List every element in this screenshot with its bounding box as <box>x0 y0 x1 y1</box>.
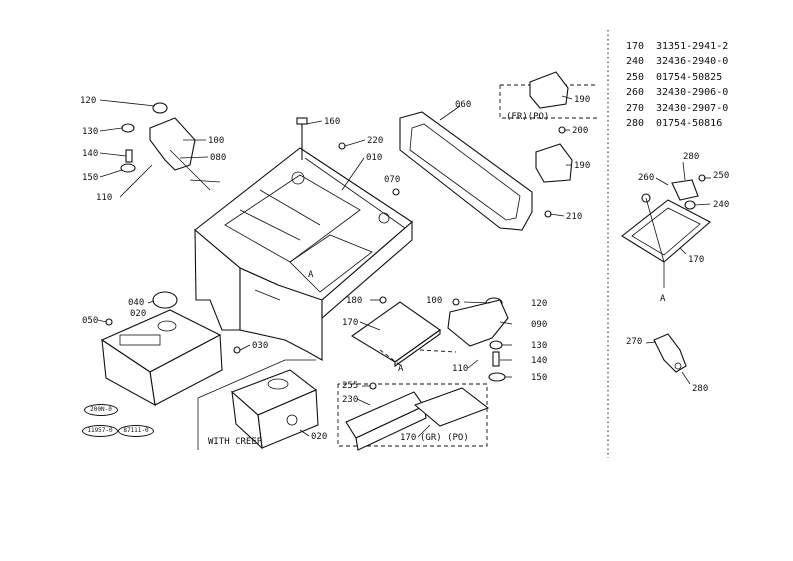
callout-260: 260 <box>638 173 655 183</box>
callout-280: 280 <box>692 384 709 394</box>
callout-180: 180 <box>346 296 363 306</box>
part-no: 31351-2941-2 <box>656 41 729 52</box>
callout-200: 200 <box>572 126 589 136</box>
parts-table-row: 250 01754-50825 <box>626 70 728 85</box>
callout-080: 080 <box>210 153 227 163</box>
callout-170: 170 <box>688 255 705 265</box>
callout-090: 090 <box>531 320 548 330</box>
callout-170: 170 <box>342 318 359 328</box>
parts-table-row: 240 32436-2940-0 <box>626 54 728 69</box>
part-no: 32430-2906-0 <box>656 87 729 99</box>
callout-100: 100 <box>426 296 443 306</box>
callout-020: 020 <box>311 432 328 442</box>
callout-190: 190 <box>574 95 591 105</box>
part-no: 01754-50825 <box>656 71 723 83</box>
callout-020: 020 <box>130 309 147 319</box>
callout-170: 170 <box>400 433 417 443</box>
part-no: 32430-2907-0 <box>656 102 729 114</box>
callout-130: 130 <box>82 127 99 137</box>
callout-120: 120 <box>80 96 97 106</box>
with-creep-note: WITH CREEP <box>208 437 263 447</box>
callout-110: 110 <box>452 364 469 374</box>
part-no: 32436-2940-0 <box>656 56 729 68</box>
ref-no: 250 <box>626 71 645 83</box>
callout-220: 220 <box>367 136 384 146</box>
parts-table-row: 270 32430-2907-0 <box>626 101 728 116</box>
ref-no: 270 <box>626 102 645 114</box>
callout-150: 150 <box>82 173 99 183</box>
parts-table-row: 170 31351-2941-2 <box>626 39 728 54</box>
main-frame-010 <box>194 147 413 361</box>
callout-190: 190 <box>574 161 591 171</box>
frpo-note: (FR)(PO) <box>506 112 550 122</box>
parts-table: 170 31351-2941-2 240 32436-2940-0 250 01754… <box>626 39 728 131</box>
callout-070: 070 <box>384 175 401 185</box>
callout-120: 120 <box>531 299 548 309</box>
callout-110: 110 <box>96 193 113 203</box>
gr-po-group <box>337 383 490 451</box>
callout-040: 040 <box>128 298 145 308</box>
serial-oval: 200N-0 <box>84 404 118 416</box>
ref-no: 170 <box>626 41 645 52</box>
plate-170 <box>350 301 457 368</box>
serial-oval: 87111-0 <box>118 425 154 437</box>
callout-270: 270 <box>626 337 643 347</box>
callout-100: 100 <box>208 136 225 146</box>
callout-230: 230 <box>342 395 359 405</box>
callout-250: 250 <box>713 171 730 181</box>
callout-130: 130 <box>531 341 548 351</box>
callout-150: 150 <box>531 373 548 383</box>
parts-table-row: 260 32430-2906-0 <box>626 85 728 100</box>
ref-no: 280 <box>626 118 645 130</box>
view-mark-a: A <box>308 270 314 280</box>
callout-280: 280 <box>683 152 700 162</box>
gr-po-note: (GR) (PO) <box>420 433 469 443</box>
callout-050: 050 <box>82 316 99 326</box>
parts-table-row: 280 01754-50816 <box>626 116 728 131</box>
front-panel-060 <box>399 111 533 231</box>
callout-140: 140 <box>531 356 548 366</box>
callout-140: 140 <box>82 149 99 159</box>
bracket-270 <box>653 333 687 373</box>
detail-a-cover <box>621 179 711 288</box>
bolts <box>105 117 706 390</box>
with-creep-group <box>197 359 319 450</box>
part-no: 01754-50816 <box>656 118 723 130</box>
callout-210: 210 <box>566 212 583 222</box>
callout-240: 240 <box>713 200 730 210</box>
callout-160: 160 <box>324 117 341 127</box>
view-mark-a: A <box>398 364 404 374</box>
ref-no: 260 <box>626 87 645 99</box>
serial-oval: 11957-0 <box>82 425 118 437</box>
callout-255: 255 <box>342 381 359 391</box>
view-mark-a: A <box>660 294 666 304</box>
fr-po-group <box>499 71 598 183</box>
callout-010: 010 <box>366 153 383 163</box>
cover-020 <box>100 291 223 407</box>
left-bracket-assembly <box>120 102 221 191</box>
callout-060: 060 <box>455 100 472 110</box>
callout-030: 030 <box>252 341 269 351</box>
ref-no: 240 <box>626 56 645 68</box>
leader-lines <box>97 95 711 438</box>
